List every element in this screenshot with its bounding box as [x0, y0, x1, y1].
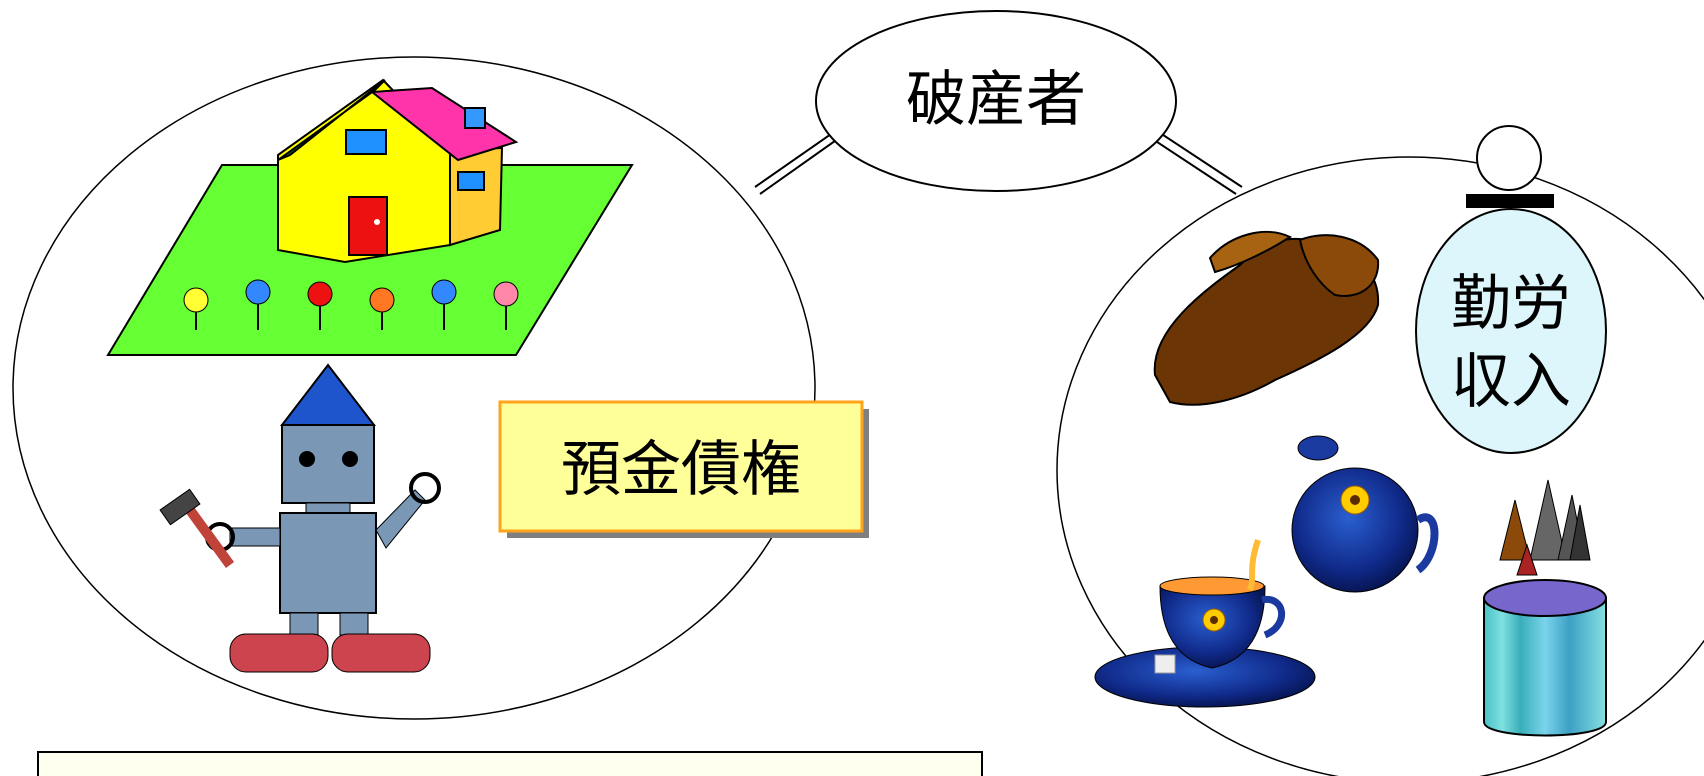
wage-income-line2: 収入	[1451, 347, 1571, 417]
deposit-claim-box	[498, 400, 864, 533]
robot-illustration	[159, 363, 441, 673]
bottom-note-box	[37, 751, 983, 776]
wage-income-moneybag: 勤労 収入	[1415, 125, 1607, 454]
deposit-claim-label: 預金債権	[561, 435, 801, 505]
tea-set-illustration	[1094, 435, 1439, 708]
assets-circle	[12, 56, 816, 720]
flower-row	[183, 279, 519, 330]
bankrupt-label: 破産者	[906, 65, 1086, 135]
house-illustration	[106, 78, 634, 356]
free-property-circle	[1056, 156, 1704, 776]
bankrupt-oval	[815, 10, 1177, 192]
slippers-illustration	[1153, 230, 1380, 406]
pencil-cup-illustration	[1483, 479, 1607, 737]
wage-income-line1: 勤労	[1451, 269, 1571, 339]
